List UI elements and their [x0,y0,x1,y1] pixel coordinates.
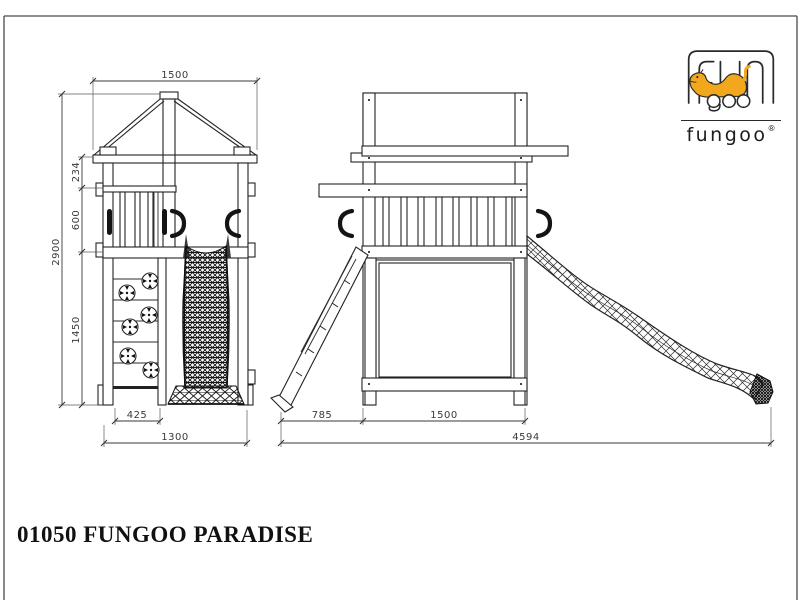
logo-frame [687,50,775,104]
fungoo-logo-mark [687,50,775,112]
registered-mark: ® [767,124,776,133]
logo-goo-wheels [706,94,751,112]
dim-lower-height: 1450 [71,316,82,343]
side-deck [361,245,528,259]
fungoo-logo: fungoo® [681,42,781,146]
dim-roof-width: 1500 [161,70,188,81]
ladder [270,246,369,413]
front-railing [102,185,177,248]
side-handles [337,208,553,239]
dim-ladder-run: 785 [312,410,333,421]
dim-overall-length: 4594 [512,432,539,443]
handle-bar-icon [162,209,167,235]
logo-letter-n [746,60,764,104]
side-beams [318,145,569,198]
dim-rail-height: 600 [71,210,82,231]
dim-total-height: 2900 [51,238,62,265]
front-roof [92,91,258,248]
climbing-wall [113,257,167,406]
handle-d-icon [535,208,553,239]
climbing-net [167,234,245,405]
front-view: 1500 2900 234 600 1450 425 [51,70,261,447]
wall-kick-board [113,386,158,389]
side-view: 785 1500 4594 [270,92,775,447]
slide [526,234,774,405]
dim-roof-to-rail: 234 [71,162,82,183]
climbing-rocks [118,272,160,379]
side-dimensions: 785 1500 4594 [277,407,775,447]
dim-climb-width: 425 [127,410,148,421]
dim-base-width: 1300 [161,432,188,443]
side-railing [382,196,513,247]
logo-wordmark-row: fungoo® [681,120,781,146]
sheet-border [3,15,798,600]
front-deck [102,246,249,259]
handle-d-icon [169,208,187,239]
screw-marks [368,99,522,385]
front-dimensions: 1500 2900 234 600 1450 425 [51,70,261,447]
drawing-title: 01050 FUNGOO PARADISE [17,522,314,547]
logo-wordmark: fungoo [686,124,768,146]
handle-d-icon [337,208,355,239]
handle-d-icon [224,208,242,239]
side-roof-panel [362,92,528,149]
handle-bar-icon [107,209,112,235]
dim-tower-depth: 1500 [430,410,457,421]
side-lower-frame [361,257,528,406]
front-handles [107,208,242,239]
logo-camel-icon [689,65,751,98]
